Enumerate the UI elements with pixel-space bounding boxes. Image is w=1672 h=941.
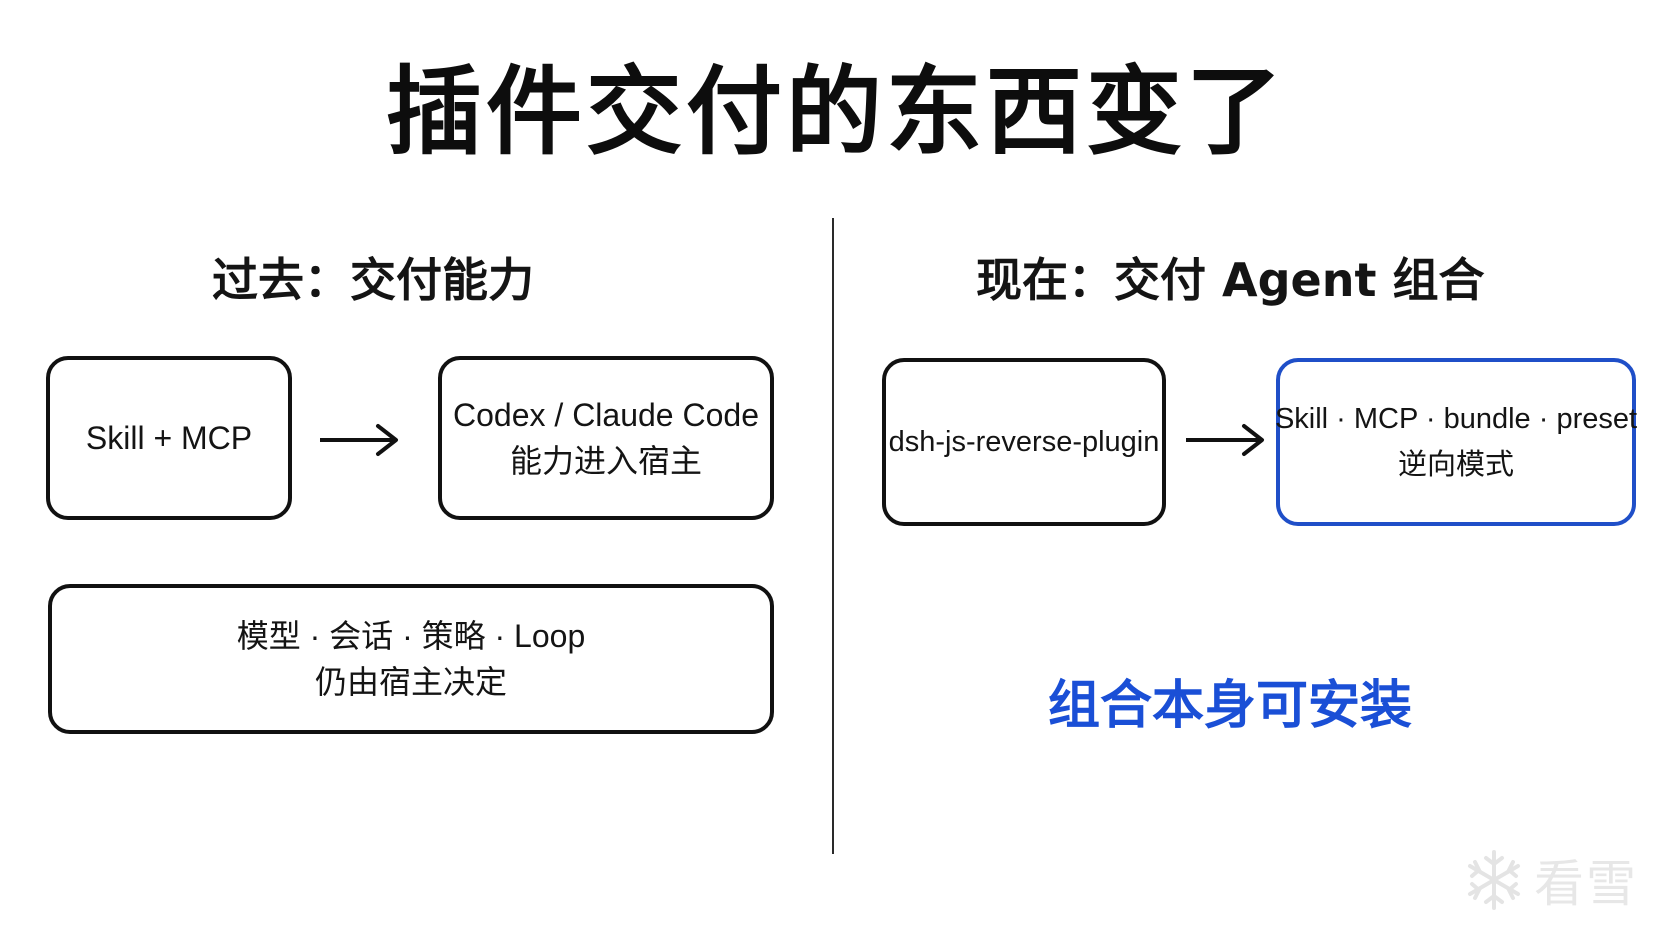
left-box-skill-mcp: Skill + MCP: [46, 356, 292, 520]
left-box-skill-mcp-label: Skill + MCP: [85, 420, 253, 456]
left-box-host-decides-line1: 模型 · 会话 · 策略 · Loop: [236, 618, 586, 654]
left-section-heading: 过去：交付能力: [212, 253, 534, 307]
left-box-host-decides: 模型 · 会话 · 策略 · Loop 仍由宿主决定: [48, 584, 774, 734]
right-box-agent-combo-line1: Skill · MCP · bundle · preset: [1274, 403, 1638, 435]
installable-highlight: 组合本身可安装: [1047, 676, 1412, 736]
left-box-host-decides-line2: 仍由宿主决定: [314, 664, 507, 700]
right-box-plugin: dsh-js-reverse-plugin: [882, 358, 1166, 526]
watermark-text: 看雪: [1534, 855, 1638, 913]
snowflake-icon: [1468, 850, 1520, 910]
center-divider: [832, 218, 834, 854]
page-title: 插件交付的东西变了: [386, 56, 1286, 168]
left-box-host-line2: 能力进入宿主: [509, 443, 702, 479]
watermark: 看雪: [1462, 844, 1638, 916]
right-box-agent-combo: Skill · MCP · bundle · preset 逆向模式: [1274, 358, 1638, 526]
left-box-host: Codex / Claude Code 能力进入宿主: [438, 356, 774, 520]
right-section-heading: 现在：交付 Agent 组合: [976, 253, 1485, 307]
left-arrow-icon: [320, 424, 398, 456]
right-box-plugin-label: dsh-js-reverse-plugin: [888, 426, 1160, 458]
right-arrow-icon: [1186, 424, 1264, 456]
right-box-agent-combo-line2: 逆向模式: [1397, 449, 1514, 481]
left-box-host-line1: Codex / Claude Code: [453, 397, 759, 433]
